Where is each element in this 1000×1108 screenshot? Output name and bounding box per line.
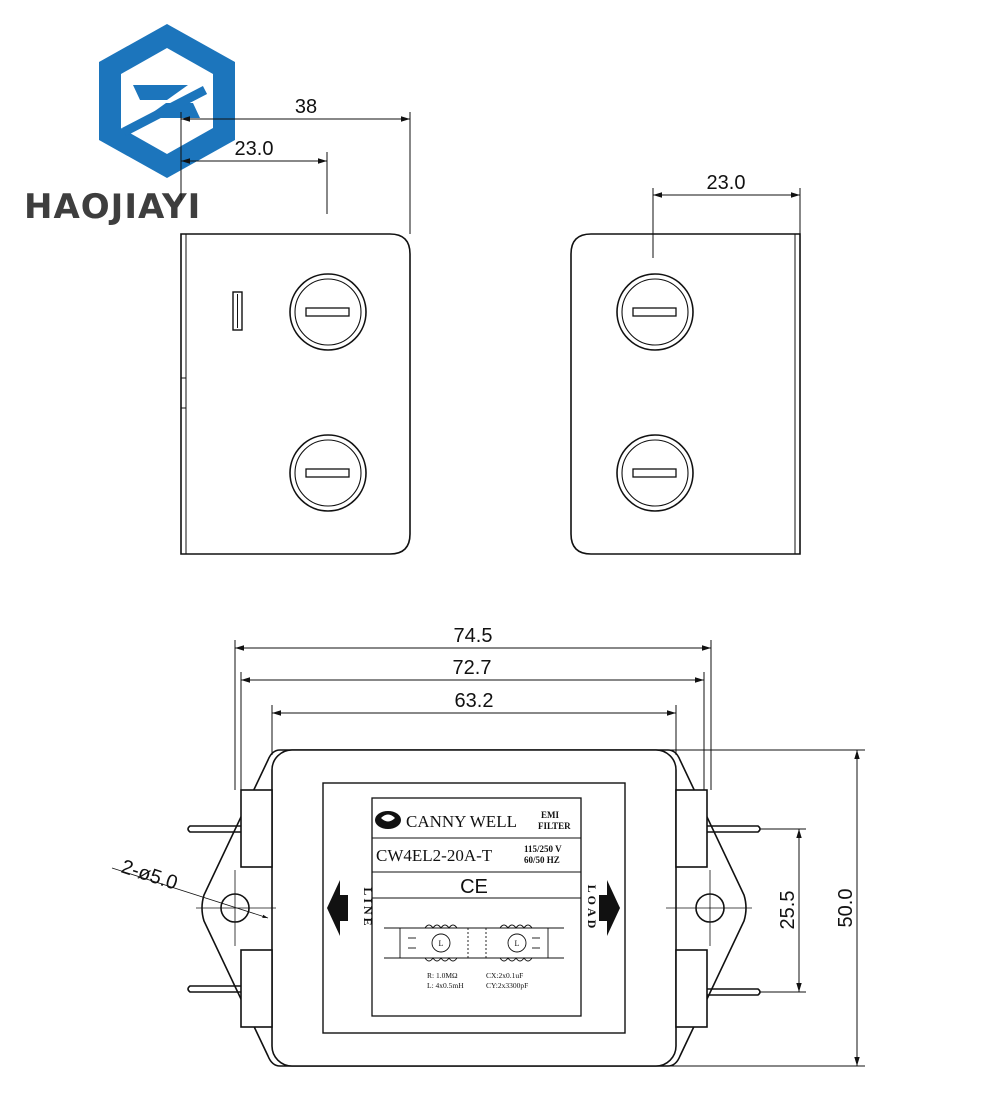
dim-body-width: 63.2: [455, 690, 494, 712]
label-line: LINE: [361, 887, 375, 928]
side-view-right: [570, 233, 801, 555]
label-model: CW4EL2-20A-T: [376, 846, 493, 865]
dims-front-horizontal: [234, 640, 712, 790]
coil-mark-2: L: [515, 939, 520, 948]
dims-top-right: [652, 188, 801, 258]
dim-terminal-offset-left: 23.0: [235, 138, 274, 160]
label-load: LOAD: [585, 885, 599, 932]
logo-text: HAOJIAYI: [24, 187, 201, 227]
label-brand: CANNY WELL: [406, 812, 517, 831]
label-spec-r: R: 1.0MΩ: [427, 971, 458, 980]
logo: HAOJIAYI: [24, 24, 235, 227]
label-voltage: 115/250 V: [524, 844, 562, 854]
brand-logo-icon: [375, 811, 401, 829]
label-spec-cy: CY:2x3300pF: [486, 981, 528, 990]
coil-mark-1: L: [439, 939, 444, 948]
filter-schematic: [384, 924, 564, 962]
hole-centerlines: [111, 867, 752, 946]
label-spec-cx: CX:2x0.1uF: [486, 971, 523, 980]
side-view-left: [180, 233, 411, 555]
load-arrow-icon: [599, 880, 620, 936]
dim-hole-spacing: 72.7: [453, 657, 492, 679]
dim-body-height: 50.0: [835, 889, 857, 928]
label-ce-mark: CE: [460, 876, 488, 898]
label-type-line2: FILTER: [538, 821, 571, 831]
label-type-line1: EMI: [541, 810, 559, 820]
label-frequency: 60/50 HZ: [524, 855, 560, 865]
front-view-body: [187, 749, 761, 1067]
line-arrow-icon: [327, 880, 348, 936]
label-spec-l: L: 4x0.5mH: [427, 981, 464, 990]
dim-flange-width: 74.5: [454, 625, 493, 647]
label-panel: [372, 837, 581, 899]
hexagon-logo-icon: [99, 24, 235, 178]
dim-overall-depth: 38: [295, 96, 317, 118]
dims-front-vertical: [668, 749, 865, 1067]
dim-pin-spacing: 25.5: [777, 891, 799, 930]
dim-mounting-holes: 2-ø5.0: [118, 856, 180, 895]
dim-terminal-offset-right: 23.0: [707, 172, 746, 194]
dims-top-left: [180, 112, 411, 234]
